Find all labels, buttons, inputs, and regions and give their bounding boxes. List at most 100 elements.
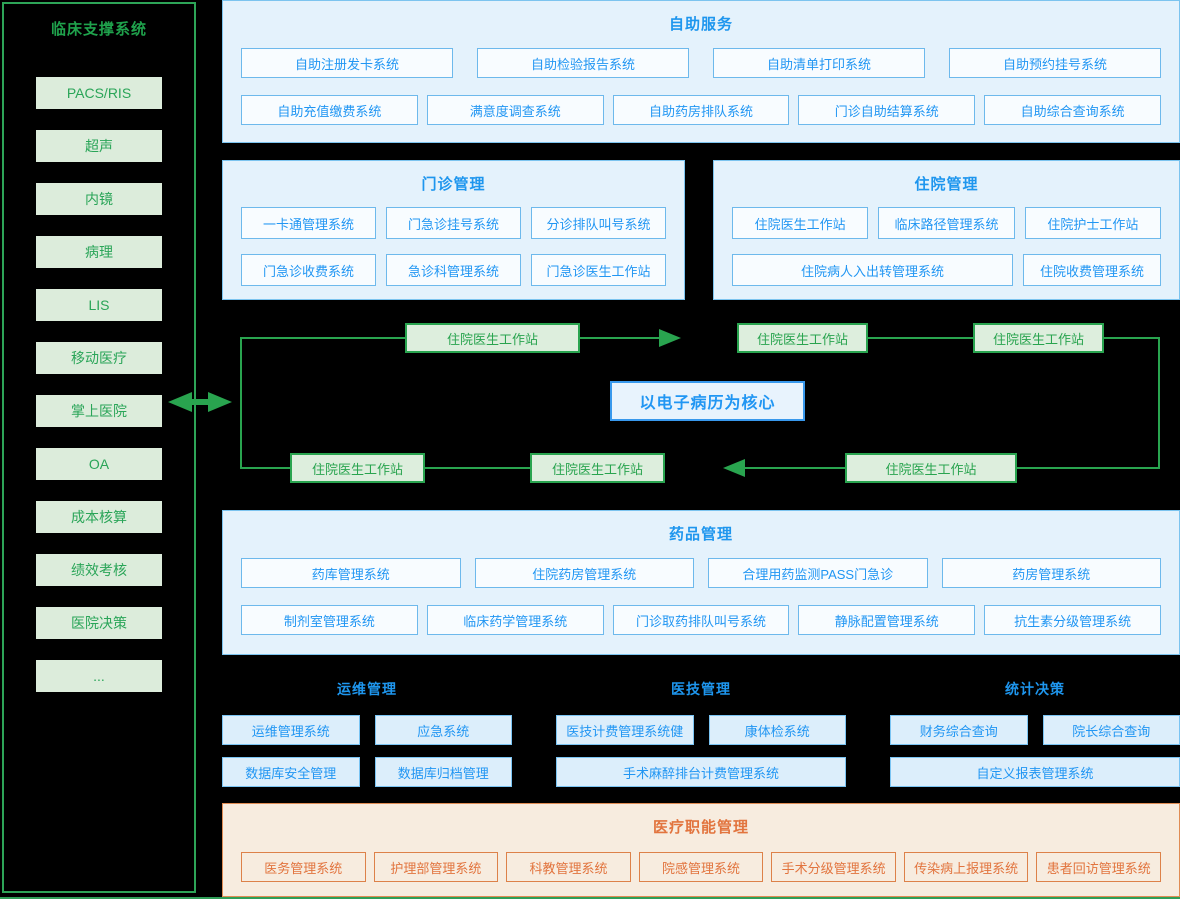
sidebar-item: 内镜 [36, 183, 162, 215]
emr-core-box: 以电子病历为核心 [610, 381, 805, 421]
system-box: 自助清单打印系统 [713, 48, 925, 78]
system-box: 医技计费管理系统健 [556, 715, 694, 745]
flow-node-doctor-workstation: 住院医生工作站 [405, 323, 580, 353]
flow-node-doctor-workstation: 住院医生工作站 [530, 453, 665, 483]
system-box: 自助充值缴费系统 [241, 95, 418, 125]
emr-flow-diagram: 住院医生工作站 住院医生工作站 住院医生工作站 住院医生工作站 住院医生工作站 … [222, 300, 1180, 510]
system-box: 自助检验报告系统 [477, 48, 689, 78]
system-box: 财务综合查询 [890, 715, 1028, 745]
system-box: 院感管理系统 [638, 852, 764, 882]
system-box: 制剂室管理系统 [241, 605, 418, 635]
system-box: 门急诊挂号系统 [386, 207, 521, 239]
system-box: 住院护士工作站 [1024, 207, 1161, 239]
connector-line [745, 467, 845, 469]
bidirectional-arrow-icon [168, 392, 232, 412]
system-box: 自助药房排队系统 [612, 95, 790, 125]
system-box: 自助综合查询系统 [984, 95, 1161, 125]
system-box: 临床路径管理系统 [878, 207, 1015, 239]
system-box: 门急诊收费系统 [241, 254, 376, 286]
sidebar-item: LIS [36, 289, 162, 321]
group-stats: 统计决策 财务综合查询院长综合查询 自定义报表管理系统 [890, 665, 1180, 795]
medtech-row2: 手术麻醉排台计费管理系统 [556, 757, 846, 787]
system-box: 急诊科管理系统 [386, 254, 521, 286]
sidebar-item: 掌上医院 [36, 395, 162, 427]
system-box: 运维管理系统 [222, 715, 360, 745]
system-box: 临床药学管理系统 [426, 605, 604, 635]
connector-line [240, 337, 242, 469]
outpatient-row1: 一卡通管理系统门急诊挂号系统分诊排队叫号系统 [223, 207, 684, 239]
system-box: 医务管理系统 [241, 852, 366, 882]
sidebar-item: 医院决策 [36, 607, 162, 639]
flow-node-doctor-workstation: 住院医生工作站 [737, 323, 868, 353]
arrow-right-tip-icon [208, 392, 232, 412]
system-box: 静脉配置管理系统 [798, 605, 976, 635]
section-self-service: 自助服务 自助注册发卡系统自助检验报告系统自助清单打印系统自助预约挂号系统 自助… [222, 0, 1180, 143]
sidebar-item: 成本核算 [36, 501, 162, 533]
section-title: 门诊管理 [421, 176, 486, 193]
bottom-border-line [0, 897, 1180, 899]
system-box: 药库管理系统 [241, 558, 461, 588]
inpatient-row1: 住院医生工作站临床路径管理系统住院护士工作站 [714, 207, 1179, 239]
sidebar-item: 超声 [36, 130, 162, 162]
medtech-row1: 医技计费管理系统健康体检系统 [556, 715, 846, 745]
system-box: 自助预约挂号系统 [949, 48, 1161, 78]
group-medtech: 医技管理 医技计费管理系统健康体检系统 手术麻醉排台计费管理系统 [556, 665, 846, 795]
connector-line [1158, 337, 1160, 469]
system-box: 满意度调查系统 [426, 95, 604, 125]
connector-line [240, 337, 405, 339]
system-box: 数据库归档管理 [374, 757, 512, 787]
system-box: 患者回访管理系统 [1036, 852, 1162, 882]
connector-line [425, 467, 530, 469]
section-outpatient: 门诊管理 一卡通管理系统门急诊挂号系统分诊排队叫号系统 门急诊收费系统急诊科管理… [222, 160, 685, 300]
arrow-left-tip-icon [168, 392, 192, 412]
section-pharmacy: 药品管理 药库管理系统住院药房管理系统合理用药监测PASS门急诊药房管理系统 制… [222, 510, 1180, 655]
system-box: 手术麻醉排台计费管理系统 [556, 757, 846, 787]
stats-row1: 财务综合查询院长综合查询 [890, 715, 1180, 745]
sidebar-title: 临床支撑系统 [50, 21, 147, 38]
system-box: 抗生素分级管理系统 [984, 605, 1161, 635]
group-title: 统计决策 [1005, 681, 1065, 697]
group-title: 运维管理 [337, 681, 397, 697]
section-title: 自助服务 [668, 16, 733, 33]
pharmacy-row2: 制剂室管理系统临床药学管理系统门诊取药排队叫号系统静脉配置管理系统抗生素分级管理… [223, 605, 1179, 635]
connector-line [580, 337, 659, 339]
system-box: 康体检系统 [708, 715, 846, 745]
section-medical-admin: 医疗职能管理 医务管理系统护理部管理系统科教管理系统院感管理系统手术分级管理系统… [222, 803, 1180, 897]
system-box: 院长综合查询 [1042, 715, 1180, 745]
outpatient-row2: 门急诊收费系统急诊科管理系统门急诊医生工作站 [223, 254, 684, 286]
flow-node-doctor-workstation: 住院医生工作站 [290, 453, 425, 483]
section-title: 医疗职能管理 [652, 819, 749, 836]
bottom-groups-strip: 运维管理 运维管理系统应急系统 数据库安全管理数据库归档管理 医技管理 医技计费… [222, 665, 1180, 795]
system-box: 分诊排队叫号系统 [531, 207, 666, 239]
system-box: 一卡通管理系统 [241, 207, 376, 239]
inpatient-row2: 住院病人入出转管理系统住院收费管理系统 [714, 254, 1179, 286]
system-box: 应急系统 [374, 715, 512, 745]
arrow-bar [192, 399, 208, 405]
section-title: 药品管理 [668, 526, 733, 543]
medical-admin-row: 医务管理系统护理部管理系统科教管理系统院感管理系统手术分级管理系统传染病上报理系… [223, 852, 1179, 882]
system-box: 住院病人入出转管理系统 [732, 254, 1013, 286]
section-inpatient: 住院管理 住院医生工作站临床路径管理系统住院护士工作站 住院病人入出转管理系统住… [713, 160, 1180, 300]
flow-arrow-left-icon [723, 459, 745, 477]
main-content: 自助服务 自助注册发卡系统自助检验报告系统自助清单打印系统自助预约挂号系统 自助… [222, 0, 1180, 897]
system-box: 合理用药监测PASS门急诊 [708, 558, 928, 588]
system-box: 自定义报表管理系统 [890, 757, 1180, 787]
self-service-row2: 自助充值缴费系统满意度调查系统自助药房排队系统门诊自助结算系统自助综合查询系统 [223, 95, 1179, 125]
mid-sections-row: 门诊管理 一卡通管理系统门急诊挂号系统分诊排队叫号系统 门急诊收费系统急诊科管理… [222, 160, 1180, 300]
system-box: 住院收费管理系统 [1022, 254, 1161, 286]
flow-node-doctor-workstation: 住院医生工作站 [973, 323, 1104, 353]
sidebar-item: 病理 [36, 236, 162, 268]
connector-line [1017, 467, 1160, 469]
system-box: 门诊取药排队叫号系统 [612, 605, 790, 635]
system-box: 手术分级管理系统 [771, 852, 896, 882]
section-title: 住院管理 [914, 176, 979, 193]
system-box: 住院药房管理系统 [474, 558, 694, 588]
sidebar-item: PACS/RIS [36, 77, 162, 109]
stats-row2: 自定义报表管理系统 [890, 757, 1180, 787]
group-title: 医技管理 [671, 681, 731, 697]
system-box: 数据库安全管理 [222, 757, 360, 787]
system-box: 护理部管理系统 [373, 852, 499, 882]
system-box: 门急诊医生工作站 [531, 254, 666, 286]
